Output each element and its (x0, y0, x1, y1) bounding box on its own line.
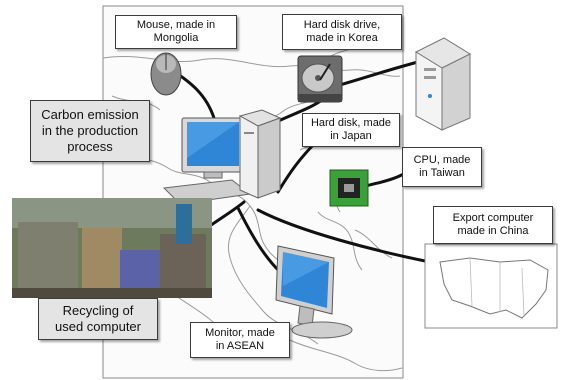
cpu-chip-icon (329, 169, 369, 207)
label-hdd-japan: Hard disk, made in Japan (302, 113, 400, 147)
label-cpu-taiwan: CPU, made in Taiwan (402, 147, 482, 187)
tower-pc-icon (414, 37, 472, 131)
monitor-icon (275, 245, 353, 339)
desktop-pc-icon (162, 109, 282, 205)
line-monitor (236, 206, 282, 274)
label-carbon-emission: Carbon emission in the production proces… (30, 100, 150, 162)
label-monitor-asean: Monitor, made in ASEAN (190, 322, 290, 358)
label-export-china: Export computer made in China (433, 206, 553, 244)
mouse-icon (150, 52, 182, 96)
us-map-icon (424, 243, 558, 329)
label-recycling: Recycling of used computer (38, 298, 158, 340)
label-mouse-mongolia: Mouse, made in Mongolia (115, 15, 237, 49)
label-hdd-korea: Hard disk drive, made in Korea (282, 14, 402, 50)
hard-disk-icon (297, 55, 343, 103)
line-export (256, 208, 432, 264)
recycling-photo (12, 198, 212, 298)
